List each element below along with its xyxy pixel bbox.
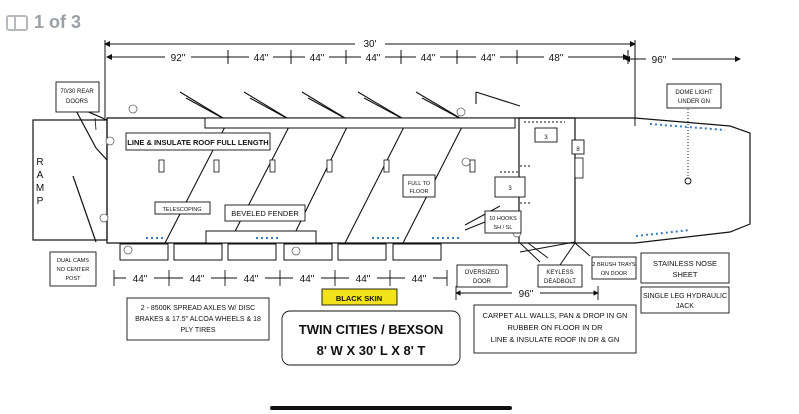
ramp <box>32 119 108 241</box>
axles-line3: PLY TIRES <box>180 327 215 334</box>
jack-line1: SINGLE LEG HYDRAULIC <box>643 293 727 300</box>
full-to-floor-line2: FLOOR <box>410 189 429 195</box>
dim-bottom-0: 44" <box>133 274 148 285</box>
cams-line3: POST <box>66 276 82 282</box>
rear-doors-line1: 70/30 REAR <box>60 89 94 95</box>
jack-line2: JACK <box>676 303 694 310</box>
oversized-door-line2: DOOR <box>473 279 492 285</box>
fender-label: BEVELED FENDER <box>231 209 299 218</box>
stall-num-1: 8 <box>576 147 580 153</box>
light-icon <box>291 246 301 256</box>
dim-top-2: 44" <box>310 53 325 64</box>
dim-bottom-5: 44" <box>412 274 427 285</box>
dim-bottom-right: 96" <box>519 289 534 300</box>
carpet-line1: CARPET ALL WALLS, PAN & DROP IN GN <box>483 311 628 320</box>
gallery-icon <box>6 14 28 31</box>
telescoping-label: TELESCOPING <box>162 207 201 213</box>
dim-top-6: 48" <box>549 53 564 64</box>
title-main: TWIN CITIES / BEXSON <box>299 322 443 337</box>
dim-top-1: 44" <box>254 53 269 64</box>
cams-line2: NO CENTER <box>57 267 89 273</box>
rear-doors-line2: DOORS <box>66 99 88 105</box>
ramp-letter: R <box>36 157 43 168</box>
dim-top-4: 44" <box>421 53 436 64</box>
dim-top-0: 92" <box>171 53 186 64</box>
dim-bottom-1: 44" <box>190 274 205 285</box>
axles-line2: BRAKES & 17.5" ALCOA WHEELS & 18 <box>135 316 261 323</box>
roof-label: LINE & INSULATE ROOF FULL LENGTH <box>127 138 268 147</box>
light-icon <box>128 104 138 114</box>
light-icon <box>99 213 109 223</box>
brush-trays-line1: 2 BRUSH TRAYS <box>592 262 636 268</box>
dim-overall-label: 30' <box>363 39 376 50</box>
carpet-line2: RUBBER ON FLOOR IN DR <box>507 323 603 332</box>
hooks-line2: SH / SL <box>494 225 513 231</box>
page-indicator: 1 of 3 <box>6 12 81 33</box>
axles-line1: 2 - 8500K SPREAD AXLES W/ DISC <box>141 305 255 312</box>
dome-light-line2: UNDER GN <box>678 99 710 105</box>
black-skin-label: BLACK SKIN <box>336 294 382 303</box>
light-icon <box>461 157 471 167</box>
page-indicator-text: 1 of 3 <box>34 12 82 32</box>
dome-light-line1: DOME LIGHT <box>675 90 713 96</box>
ramp-letter: A <box>37 170 44 181</box>
title-dims: 8' W X 30' L X 8' T <box>317 343 426 358</box>
stainless-line1: STAINLESS NOSE <box>653 259 717 268</box>
ramp-letter: M <box>36 183 44 194</box>
light-icon <box>105 136 115 146</box>
full-to-floor-line1: FULL TO <box>408 181 431 187</box>
home-indicator[interactable] <box>270 406 512 410</box>
keyless-line1: KEYLESS <box>546 270 573 276</box>
ramp-letter: P <box>37 196 44 207</box>
carpet-line3: LINE & INSULATE ROOF IN DR & GN <box>491 335 620 344</box>
oversized-door-line1: OVERSIZED <box>465 270 500 276</box>
dim-top-3: 44" <box>366 53 381 64</box>
light-icon <box>123 245 133 255</box>
cams-line1: DUAL CAMS <box>57 258 89 264</box>
light-strips <box>146 123 726 239</box>
stall-num-0: 3 <box>544 135 548 141</box>
stainless-line2: SHEET <box>672 270 697 279</box>
dim-bottom-4: 44" <box>356 274 371 285</box>
light-icon <box>456 107 466 117</box>
dim-bottom-3: 44" <box>300 274 315 285</box>
dim-bottom-2: 44" <box>244 274 259 285</box>
dim-nose-label: 96" <box>652 55 667 66</box>
black-skin-badge <box>321 288 398 306</box>
hooks-line1: 10 HOOKS <box>489 216 517 222</box>
keyless-line2: DEADBOLT <box>544 279 576 285</box>
stall-num-2: 3 <box>508 186 512 192</box>
brush-trays-line2: ON DOOR <box>601 271 627 277</box>
dim-top-5: 44" <box>481 53 496 64</box>
